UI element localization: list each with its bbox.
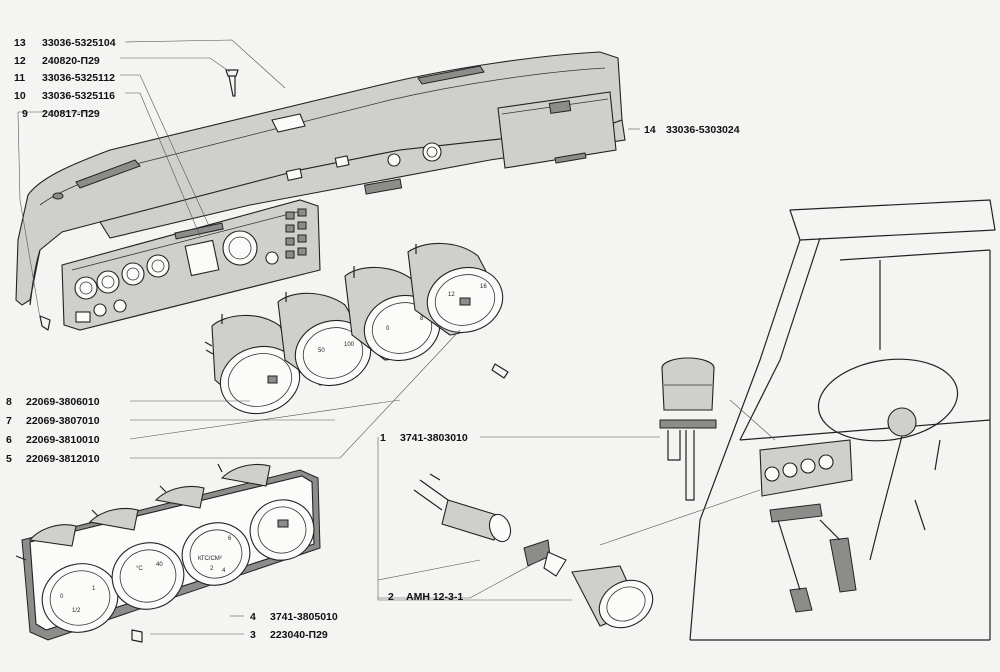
- block-dial-1-one: 1: [92, 586, 96, 592]
- callout-12-num: 12: [14, 55, 26, 67]
- dashboard-panel: [15, 51, 626, 306]
- callout-1-num: 1: [380, 432, 386, 444]
- gauge-6-label-zero: 0: [386, 326, 390, 332]
- gauge-6-label-eight: 8: [420, 316, 424, 322]
- callout-9-part: 240817-П29: [42, 108, 100, 120]
- block-dial-2-forty: 40: [156, 562, 163, 568]
- block-dial-1-zero: 0: [60, 594, 64, 600]
- cab-interior: [689, 199, 996, 641]
- gauge-7-label-fifty: 50: [318, 348, 325, 354]
- gauge-7-label-hundred: 100: [344, 342, 355, 348]
- instrument-cluster-housing: [61, 199, 321, 331]
- block-dial-3-four: 4: [222, 568, 226, 574]
- callout-8-num: 8: [6, 396, 12, 408]
- block-dial-3-two: 2: [210, 566, 214, 572]
- warning-lamp-1: [659, 357, 717, 501]
- callout-6-num: 6: [6, 434, 12, 446]
- callout-13-part: 33036-5325104: [42, 37, 116, 49]
- block-extra-marks: 1/2 2 4 40: [72, 562, 226, 614]
- gauge-set: 50 100 0 8 12 16: [204, 242, 509, 415]
- gauge-7: 50 100: [277, 292, 372, 386]
- callout-10-part: 33036-5325116: [42, 90, 115, 102]
- callout-5-num: 5: [6, 453, 12, 465]
- callout-7-part: 22069-3807010: [26, 415, 100, 427]
- lamp-socket-2: [413, 473, 654, 629]
- callout-5-part: 22069-3812010: [26, 453, 100, 465]
- callout-12-part: 240820-П29: [42, 55, 100, 67]
- block-dial-1-half: 1/2: [72, 608, 81, 614]
- callout-10-num: 10: [14, 90, 26, 102]
- callout-14-num: 14: [644, 124, 656, 136]
- callout-6-part: 22069-3810010: [26, 434, 100, 446]
- callout-3-part: 223040-П29: [270, 629, 328, 641]
- callout-2-part: АМН 12-3-1: [406, 591, 463, 603]
- callout-1-part: 3741-3803010: [400, 432, 468, 444]
- screw-12: [225, 69, 239, 97]
- callout-13-num: 13: [14, 37, 26, 49]
- callout-7-num: 7: [6, 415, 12, 427]
- callout-3-num: 3: [250, 629, 256, 641]
- callout-2-num: 2: [388, 591, 394, 603]
- gauge-5-label-sixteen: 16: [480, 284, 487, 290]
- callout-9-num: 9: [22, 108, 28, 120]
- callout-4-part: 3741-3805010: [270, 611, 338, 623]
- block-dial-3-kgf: КГС/СМ²: [198, 556, 222, 562]
- gauge-5-label-twelve: 12: [448, 292, 455, 298]
- leader-lines: [17, 39, 776, 635]
- callout-11-num: 11: [14, 72, 25, 84]
- callout-11-part: 33036-5325112: [42, 72, 115, 84]
- callout-14-part: 33036-5303024: [666, 124, 740, 136]
- screw-9: [39, 315, 51, 331]
- callout-4-num: 4: [250, 611, 256, 623]
- callout-labels: 13 33036-5325104 12 240820-П29 11 33036-…: [6, 37, 740, 641]
- gauge-5: 12 16: [407, 242, 504, 336]
- callout-8-part: 22069-3806010: [26, 396, 100, 408]
- block-dial-3-six: 6: [228, 536, 232, 542]
- gauge-8: [204, 314, 301, 415]
- gauge-block-4: 0 1 °C КГС/СМ² 6: [15, 463, 321, 643]
- block-dial-2-celsius: °C: [136, 566, 143, 572]
